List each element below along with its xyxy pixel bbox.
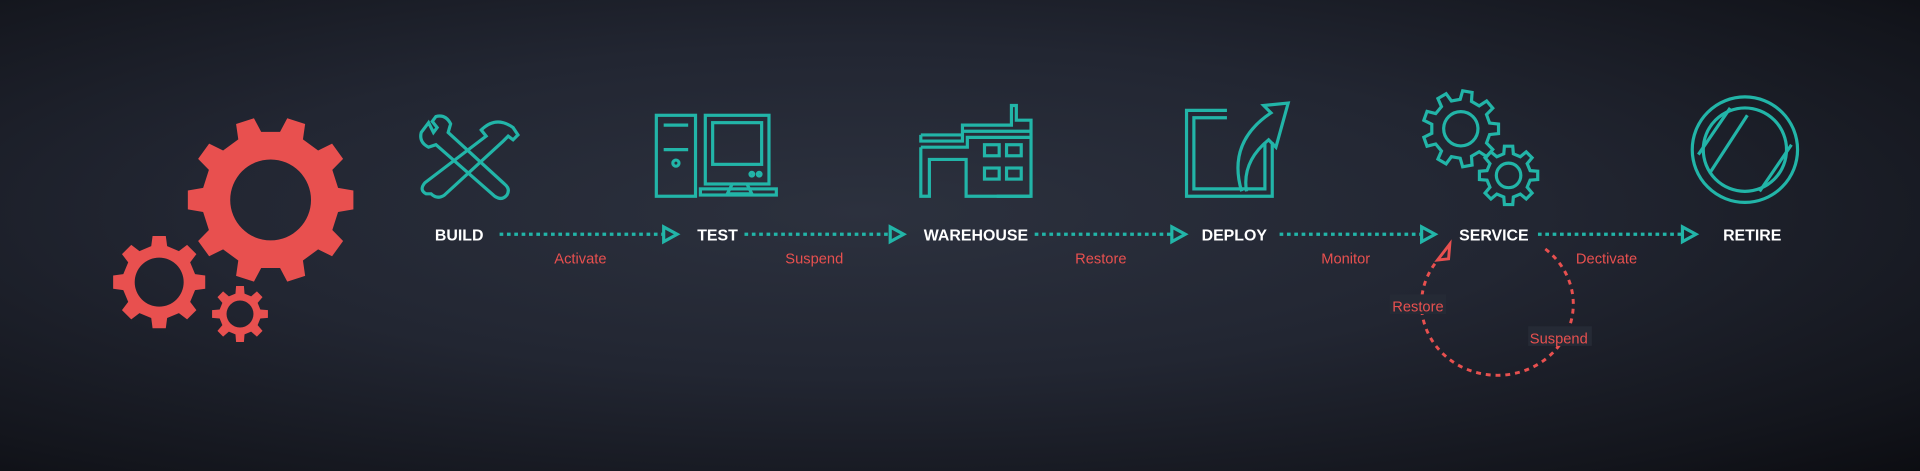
arrow-test-warehouse: [744, 224, 907, 245]
transition-label-restore: Restore: [1075, 252, 1126, 268]
service-loop-arrow: [1389, 239, 1592, 377]
loop-label-restore: Restore: [1392, 300, 1443, 316]
transition-label-monitor: Monitor: [1321, 252, 1370, 268]
arrow-warehouse-deploy: [1034, 224, 1189, 245]
tools-icon: [419, 114, 521, 200]
stage-label-warehouse: WAREHOUSE: [924, 227, 1028, 244]
small-gear-icon: [212, 286, 268, 342]
loop-label-suspend: Suspend: [1530, 331, 1588, 347]
stage-label-service: SERVICE: [1459, 227, 1529, 244]
transition-label-dectivate: Dectivate: [1576, 252, 1637, 268]
stage-label-retire: RETIRE: [1723, 227, 1781, 244]
transition-label-activate: Activate: [554, 252, 606, 268]
gears-icon: [1421, 88, 1540, 207]
arrow-service-retire: [1537, 224, 1700, 245]
transition-label-suspend: Suspend: [785, 252, 843, 268]
prohibited-icon: [1690, 95, 1800, 204]
deploy-icon: [1184, 101, 1291, 198]
computer-icon: [654, 113, 778, 198]
arrow-deploy-service: [1279, 224, 1439, 245]
arrow-build-test: [499, 224, 681, 245]
warehouse-icon: [919, 103, 1033, 198]
medium-gear-icon: [113, 235, 206, 329]
large-gear-icon: [187, 118, 354, 282]
stage-label-test: TEST: [697, 227, 738, 244]
stage-label-build: BUILD: [435, 227, 484, 244]
red-gears-logo: [113, 118, 354, 342]
stage-label-deploy: DEPLOY: [1202, 227, 1268, 244]
